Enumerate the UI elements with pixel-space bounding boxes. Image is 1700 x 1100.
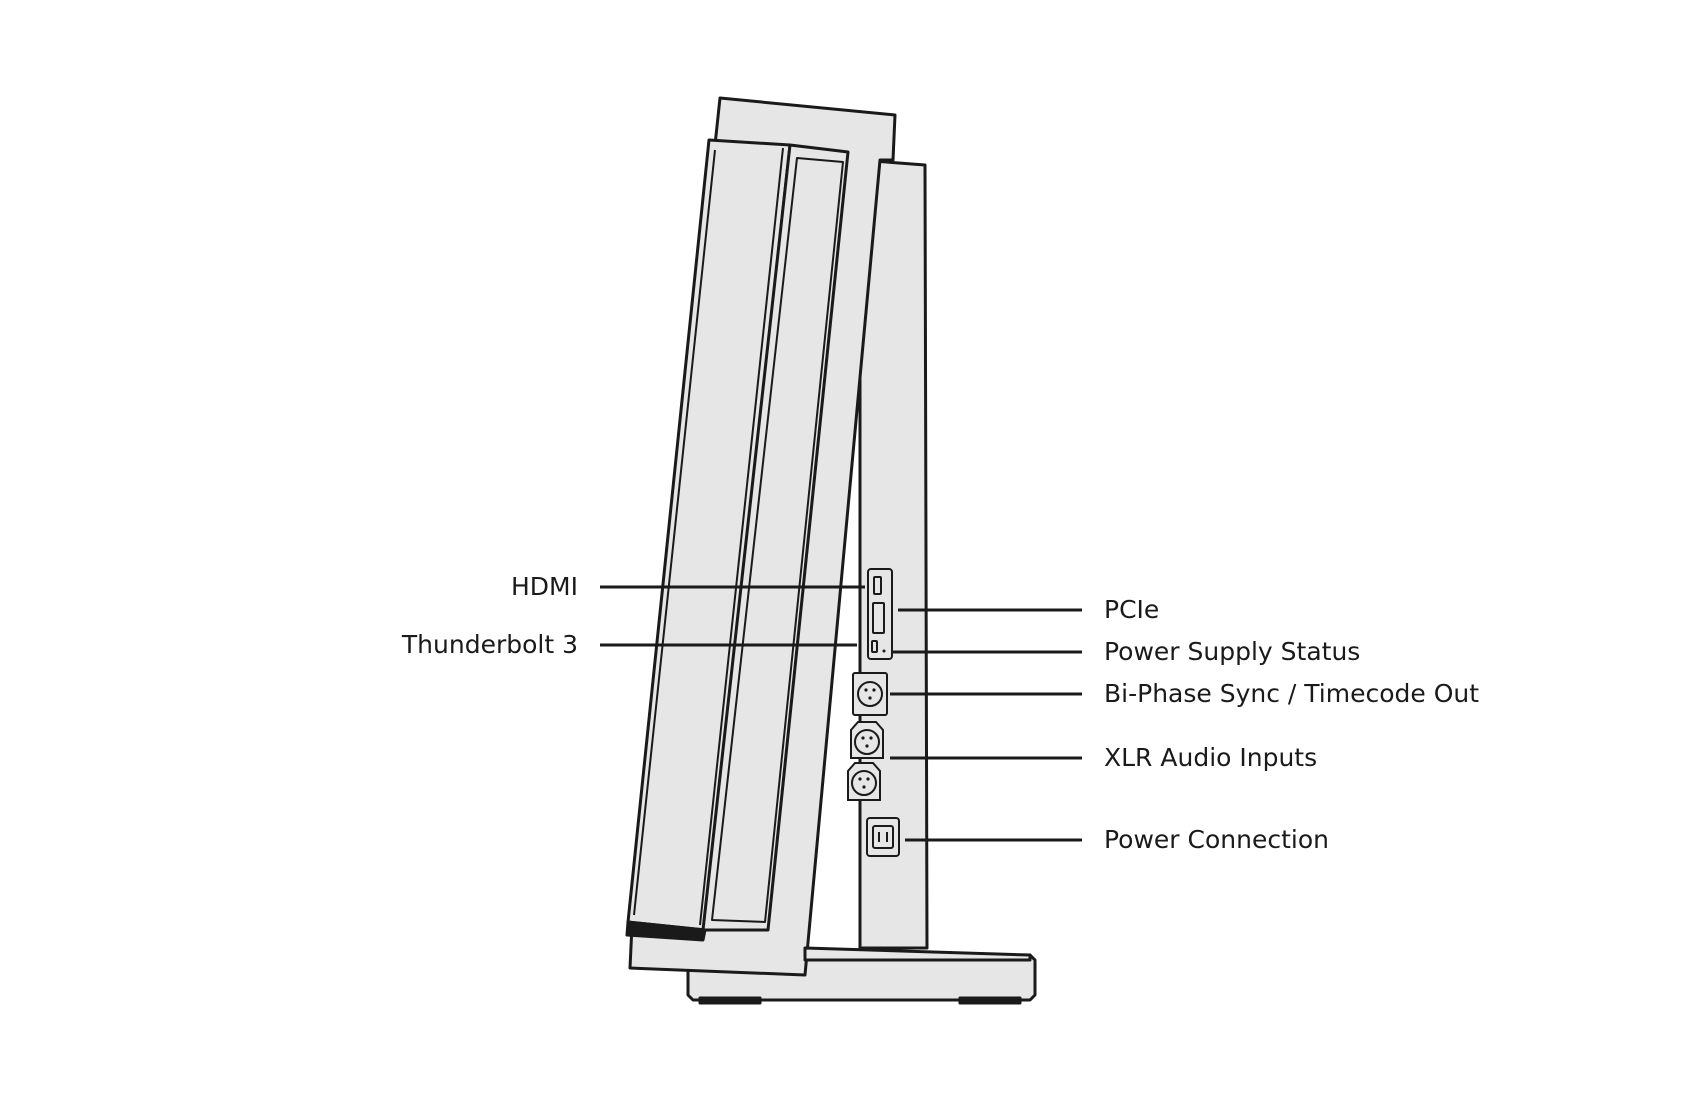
pcie-port [872,602,885,634]
connector-panel [847,568,900,857]
xlr-input-2-connector [851,770,877,796]
device-foot-right [958,996,1022,1005]
device-screen-panel [701,143,850,932]
device-foot-left [698,996,762,1005]
xlr-input-1-pin-1 [861,736,865,740]
label-biphase-sync: Bi-Phase Sync / Timecode Out [1104,679,1479,708]
xlr-input-2-pin-1 [858,777,862,781]
device-front-lower [625,920,707,942]
xlr-input-2-pin-3 [862,785,866,789]
label-power-connection: Power Connection [1104,825,1329,854]
label-pcie: PCIe [1104,595,1159,624]
xlr-input-2-pin-2 [866,777,870,781]
device-screen-inner [711,157,844,923]
biphase-pin-3 [868,696,872,700]
label-xlr-audio-inputs: XLR Audio Inputs [1104,743,1317,772]
biphase-pin-2 [872,688,876,692]
power-status-led [882,649,886,653]
xlr-input-1-connector [854,729,880,755]
label-thunderbolt: Thunderbolt 3 [401,630,578,659]
device-front-panel-inner [699,147,784,926]
device-base-block [803,946,1032,962]
hdmi-port [873,576,882,595]
xlr-input-1-pin-2 [869,736,873,740]
thunderbolt-port [871,640,878,653]
device-illustration [625,96,1037,1005]
label-power-supply-status: Power Supply Status [1104,637,1360,666]
device-front-panel-edge [633,149,716,916]
label-hdmi: HDMI [511,572,578,601]
biphase-pin-1 [864,688,868,692]
power-inlet-socket [872,825,894,849]
xlr-input-1-pin-3 [865,744,869,748]
biphase-connector [857,681,883,707]
leader-lines [600,585,1082,842]
